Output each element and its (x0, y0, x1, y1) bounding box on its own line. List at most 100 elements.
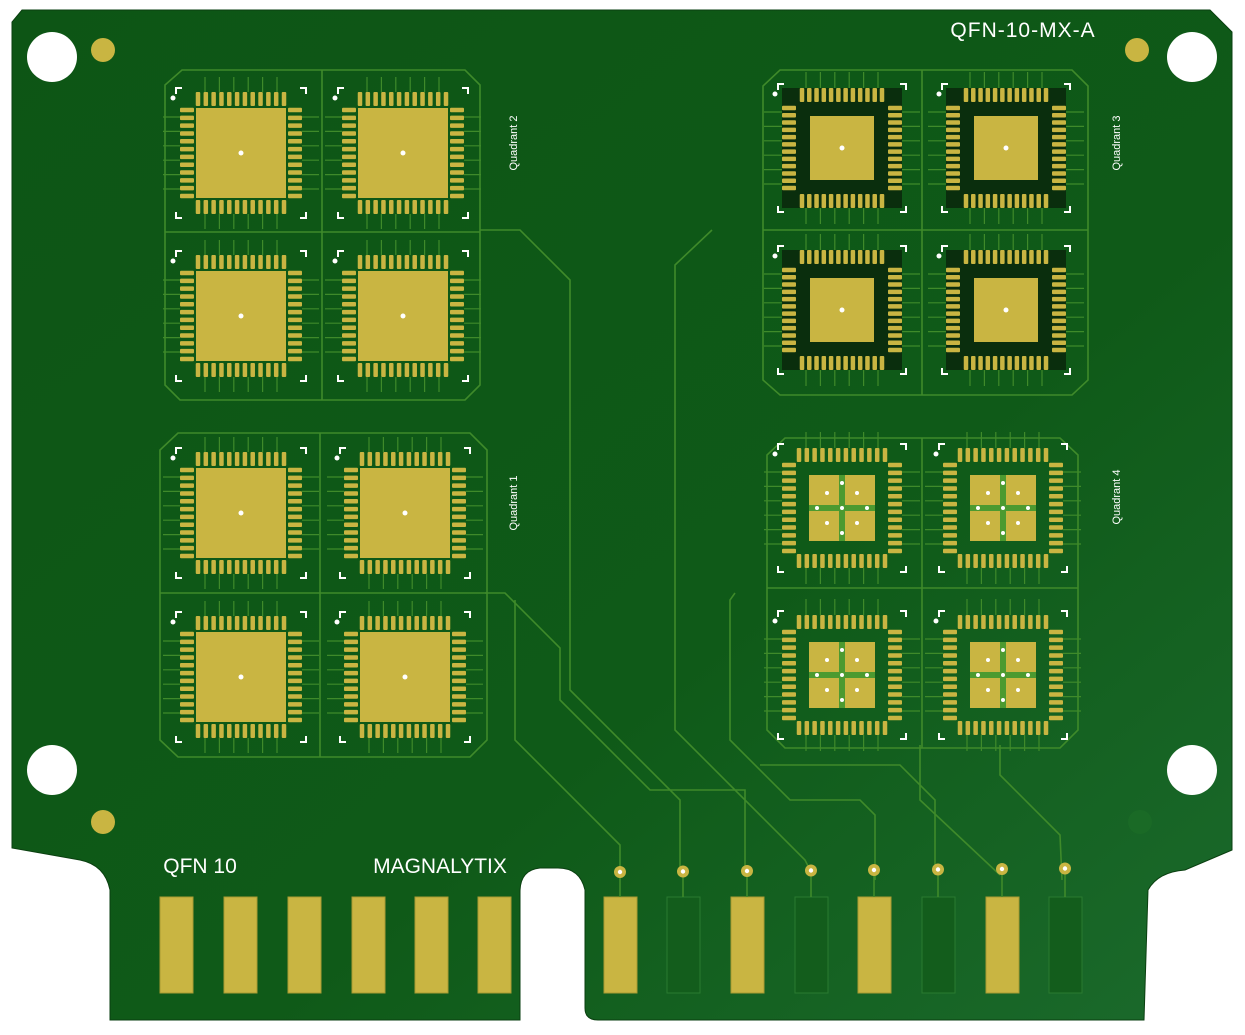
qfn-pin (435, 255, 441, 269)
mounting-holes (27, 32, 1217, 795)
qfn-pin (888, 525, 902, 530)
qfn-pin (452, 694, 466, 699)
qfn-pin (1028, 554, 1033, 568)
qfn-pin (266, 363, 271, 377)
qfn-pin (344, 709, 358, 715)
qfn-pin (180, 107, 194, 113)
qfn-pin (865, 356, 870, 370)
silkscreen-corner (175, 212, 182, 219)
qfn-pin (342, 348, 356, 354)
quadrant-3-outline (762, 69, 1089, 396)
qfn-pin (782, 127, 796, 133)
qfn-pin (859, 721, 864, 735)
qfn-pin (978, 194, 983, 208)
pin1-dot (332, 258, 338, 264)
qfn-pin (973, 721, 978, 735)
qfn-pin (219, 363, 224, 377)
qfn-pin (288, 709, 302, 715)
qfn-pin (857, 88, 863, 102)
qfn-pin (888, 692, 902, 697)
qfn-pin (219, 616, 224, 630)
qfn-pin (180, 146, 194, 152)
qfn-pin (398, 724, 404, 738)
qfn-pin (414, 724, 419, 738)
qfn-pin (435, 200, 441, 214)
silkscreen-corner (175, 447, 182, 454)
qfn-pin (406, 452, 412, 466)
silkscreen-corner (900, 206, 907, 213)
edge-pad-gold (603, 896, 638, 994)
qfn-pin (266, 560, 271, 574)
qfn-pin (963, 194, 969, 208)
exposed-pad-quadrant (1006, 678, 1036, 708)
qfn-pin (857, 356, 863, 370)
edge-pad-gold (287, 896, 322, 994)
qfn-pin (1021, 250, 1027, 264)
qfn-pin (288, 686, 302, 691)
qfn-pin (180, 170, 194, 175)
qfn-pin (1028, 448, 1033, 462)
via (976, 673, 980, 677)
qfn-pin (266, 92, 271, 106)
qfn-pin (782, 178, 796, 183)
qfn-pin (180, 553, 194, 559)
qfn-pin (865, 250, 870, 264)
qfn-pin (957, 448, 963, 462)
qfn-pin (396, 92, 402, 106)
qfn-pin (391, 616, 396, 630)
qfn-pin (943, 700, 957, 705)
silkscreen-corner (938, 566, 945, 573)
qfn-pin (266, 724, 271, 738)
qfn-pin (180, 185, 194, 191)
qfn-pin (375, 560, 380, 574)
exposed-pad-quadrant (970, 642, 1000, 672)
qfn-pin (437, 452, 443, 466)
qfn-pin (180, 709, 194, 715)
qfn-pin (288, 139, 302, 144)
qfn-pin (843, 554, 849, 568)
qfn-pin (985, 88, 991, 102)
qfn-pin (1049, 525, 1063, 530)
qfn-pin (946, 178, 960, 183)
silkscreen-corner (339, 447, 346, 454)
qfn-pin (180, 348, 194, 354)
qfn-pin (219, 452, 224, 466)
qfn-pin (452, 538, 466, 543)
silkscreen-corner (337, 250, 344, 257)
qfn-pin (888, 668, 902, 674)
qfn-pin (342, 333, 356, 338)
silkscreen-corner (339, 611, 346, 618)
qfn-pin (1052, 120, 1066, 125)
qfn-pin (195, 724, 201, 738)
exposed-pad-quadrant (970, 511, 1000, 541)
qfn-pin (888, 171, 902, 176)
qfn-pin (965, 448, 971, 462)
qfn-footprint-q4-4 (925, 599, 1081, 751)
qfn-pin (288, 631, 302, 637)
qfn-pin (1049, 462, 1063, 468)
qfn-pin (857, 250, 863, 264)
qfn-pin (843, 615, 849, 629)
qfn-pin (843, 194, 848, 208)
qfn-pin (782, 275, 796, 280)
via (238, 313, 244, 319)
qfn-pin (1052, 333, 1066, 338)
qfn-pin (946, 289, 960, 295)
qfn-pin (782, 120, 796, 125)
qfn-pin (943, 470, 957, 476)
exposed-pad-quadrant (809, 642, 839, 672)
via (986, 688, 990, 692)
pin1-dot (170, 95, 176, 101)
qfn-pin (342, 325, 356, 330)
qfn-pin (288, 467, 302, 473)
qfn-pin (203, 200, 209, 214)
qfn-pin (812, 554, 817, 568)
qfn-pin (1021, 194, 1027, 208)
qfn-pin (867, 448, 872, 462)
via-hole (871, 867, 877, 873)
pin1-dot (334, 455, 340, 461)
qfn-pin (888, 318, 902, 324)
qfn-pin (828, 448, 833, 462)
qfn-pin (782, 347, 796, 353)
qfn-pin (412, 200, 417, 214)
